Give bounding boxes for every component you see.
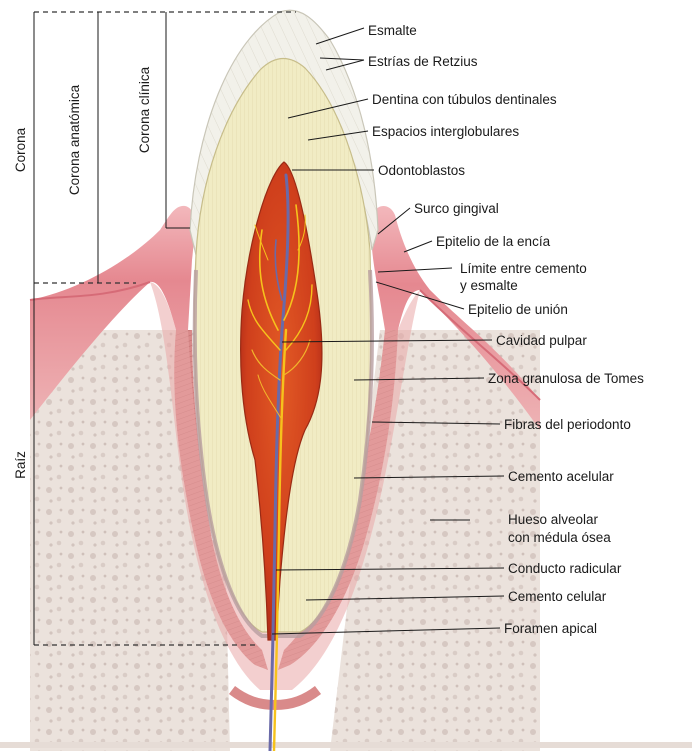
label-esmalte: Esmalte (368, 23, 417, 38)
label-corona: Corona (13, 127, 28, 172)
label-hueso-2: con médula ósea (508, 530, 611, 545)
label-odontoblastos: Odontoblastos (378, 163, 465, 178)
label-limite-1: Límite entre cemento (460, 261, 587, 276)
label-dentina: Dentina con túbulos dentinales (372, 92, 557, 107)
label-zona-tomes: Zona granulosa de Tomes (488, 371, 644, 386)
label-estrias: Estrías de Retzius (368, 54, 478, 69)
label-limite-2: y esmalte (460, 278, 518, 293)
label-cemento-celular: Cemento celular (508, 589, 607, 604)
label-corona-anatomica: Corona anatómica (67, 84, 82, 195)
label-corona-clinica: Corona clínica (137, 66, 152, 153)
label-epitelio-union: Epitelio de unión (468, 302, 568, 317)
label-surco: Surco gingival (414, 201, 499, 216)
label-espacios: Espacios interglobulares (372, 124, 519, 139)
label-fibras: Fibras del periodonto (504, 417, 631, 432)
label-raiz: Raíz (13, 451, 28, 479)
label-cemento-acelular: Cemento acelular (508, 469, 614, 484)
label-foramen: Foramen apical (504, 621, 597, 636)
label-cavidad: Cavidad pulpar (496, 333, 587, 348)
label-hueso-1: Hueso alveolar (508, 512, 599, 527)
label-conducto: Conducto radicular (508, 561, 622, 576)
label-epitelio-encia: Epitelio de la encía (436, 234, 551, 249)
